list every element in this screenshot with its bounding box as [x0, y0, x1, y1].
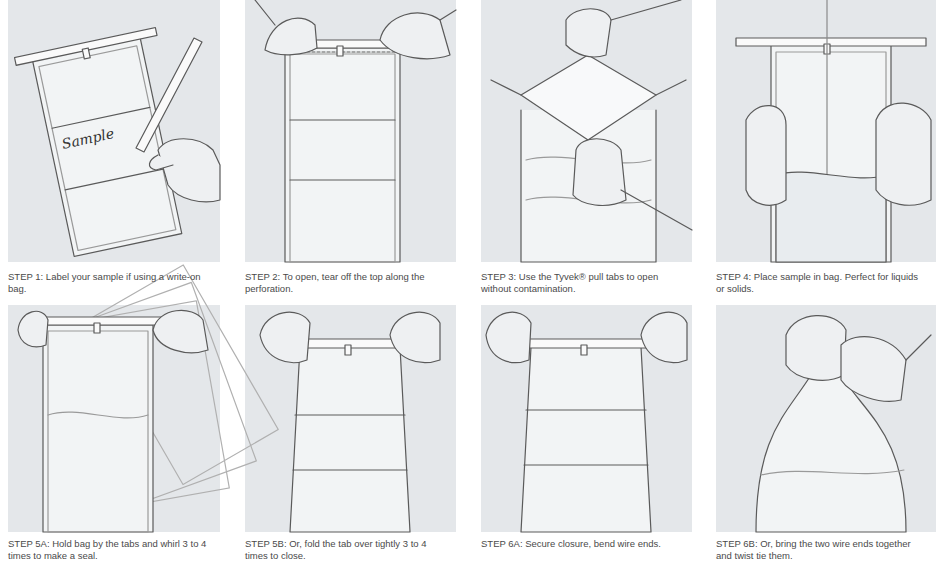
step-caption: STEP 1: Label your sample if using a wri… — [8, 271, 218, 295]
step-caption: STEP 3: Use the Tyvek® pull tabs to open… — [481, 271, 686, 295]
step-caption: STEP 5A: Hold bag by the tabs and whirl … — [8, 538, 218, 562]
step-caption: STEP 6B: Or, bring the two wire ends tog… — [716, 538, 928, 562]
step-caption: STEP 4: Place sample in bag. Perfect for… — [716, 271, 928, 295]
step-caption: STEP 5B: Or, fold the tab over tightly 3… — [245, 538, 450, 562]
step-caption: STEP 2: To open, tear off the top along … — [245, 271, 450, 295]
panel-grounds — [8, 0, 936, 532]
step-caption: STEP 6A: Secure closure, bend wire ends. — [481, 538, 686, 550]
